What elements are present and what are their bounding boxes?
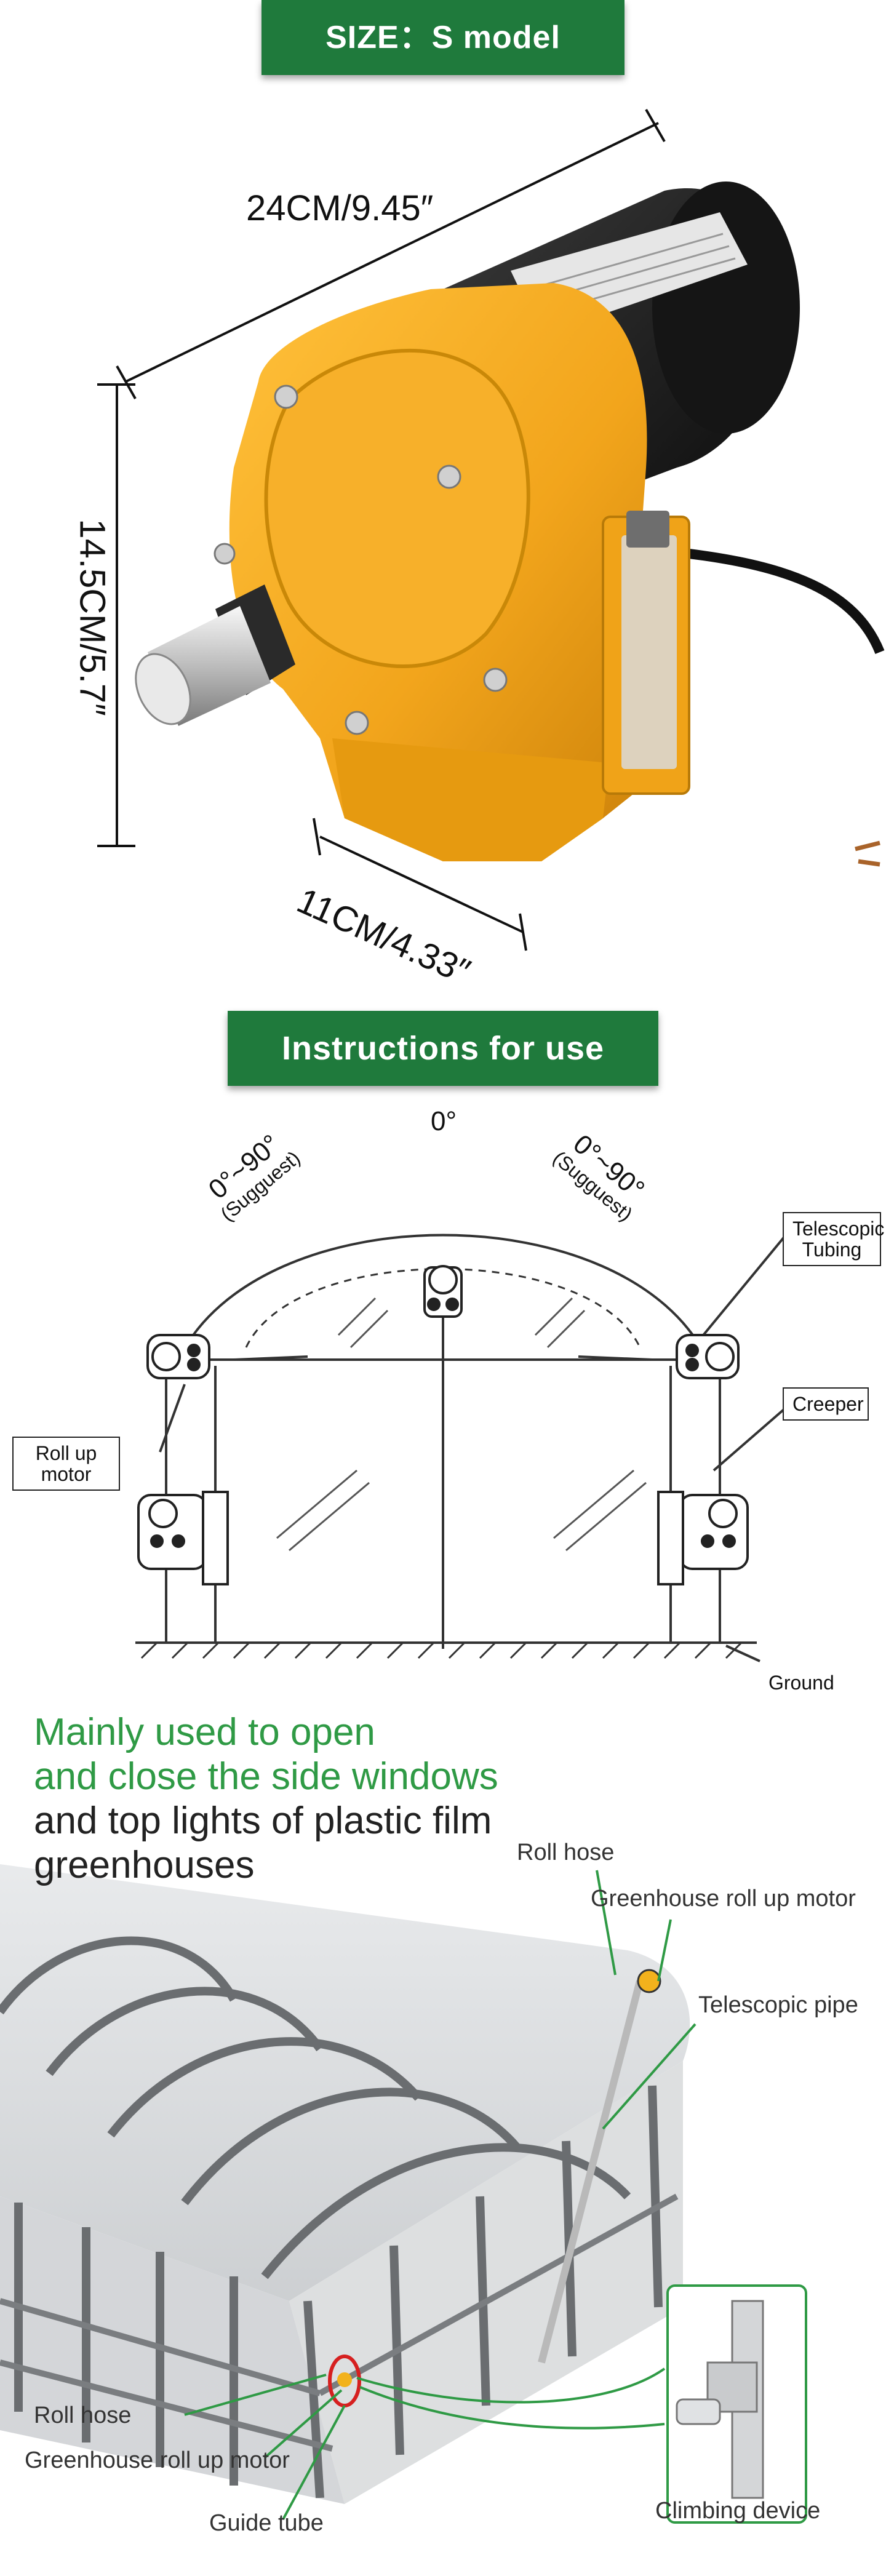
label-leaders	[184, 1870, 696, 2520]
headline-line-3: and top lights of plastic film	[34, 1800, 492, 1842]
greenhouse-illustration	[0, 1864, 807, 2524]
angle-top-label: 0°	[431, 1106, 457, 1136]
telescopic-tubing-callout: Telescopic Tubing	[783, 1212, 884, 1266]
label-guide-tube: Guide tube	[209, 2510, 324, 2536]
label-climbing-device: Climbing device	[655, 2498, 821, 2524]
creeper-callout: Creeper	[783, 1387, 869, 1421]
screws	[214, 385, 508, 735]
dim-length-label: 24CM/9.45″	[246, 188, 434, 228]
cable-wires	[855, 840, 880, 867]
instructions-section: Instructions for use	[0, 984, 886, 1692]
greenhouse-arches	[0, 1936, 631, 2279]
motor-right-top	[676, 1334, 740, 1379]
glass-marks	[276, 1297, 647, 1552]
motor-left-bottom	[137, 1491, 229, 1585]
greenhouse-roof	[0, 1864, 690, 2301]
climbing-device-inset	[666, 2284, 807, 2524]
greenhouse-section: Mainly used to open and close the side w…	[0, 1692, 886, 2576]
output-shaft	[135, 584, 295, 726]
motor-top-center	[423, 1265, 463, 1318]
power-cable	[688, 549, 885, 654]
greenhouse-headline: Mainly used to open and close the side w…	[34, 1710, 649, 1888]
greenhouse-rails	[0, 2193, 679, 2452]
size-section: SIZE：S model	[0, 0, 886, 984]
installation-diagram	[135, 1234, 786, 1662]
dim-height-label: 14.5CM/5.7″	[72, 519, 113, 716]
ground-hatching	[140, 1641, 743, 1659]
label-motor-bottom: Greenhouse roll up motor	[25, 2447, 290, 2473]
telescopic-pipe-line	[538, 1980, 644, 2364]
label-motor-top: Greenhouse roll up motor	[591, 1886, 856, 1912]
size-banner: SIZE：S model	[261, 0, 625, 75]
diagram-motors	[137, 1265, 749, 1585]
label-telescopic-pipe: Telescopic pipe	[698, 1992, 858, 2018]
label-roll-hose-bottom: Roll hose	[34, 2403, 132, 2428]
label-roll-hose-top: Roll hose	[517, 1840, 615, 1865]
headline-line-4: greenhouses	[34, 1844, 255, 1886]
motor-right-bottom	[657, 1491, 749, 1585]
motor-left-top	[146, 1334, 210, 1379]
headline-line-2: and close the side windows	[34, 1755, 498, 1798]
roll-up-motor-callout: Roll up motor	[12, 1437, 120, 1491]
ground-callout: Ground	[760, 1667, 852, 1692]
instructions-banner: Instructions for use	[228, 1011, 658, 1086]
headline-line-1: Mainly used to open	[34, 1711, 375, 1753]
dimension-lines	[97, 109, 666, 951]
motor-dimension-drawing	[97, 109, 885, 951]
gearbox-housing	[229, 283, 690, 861]
